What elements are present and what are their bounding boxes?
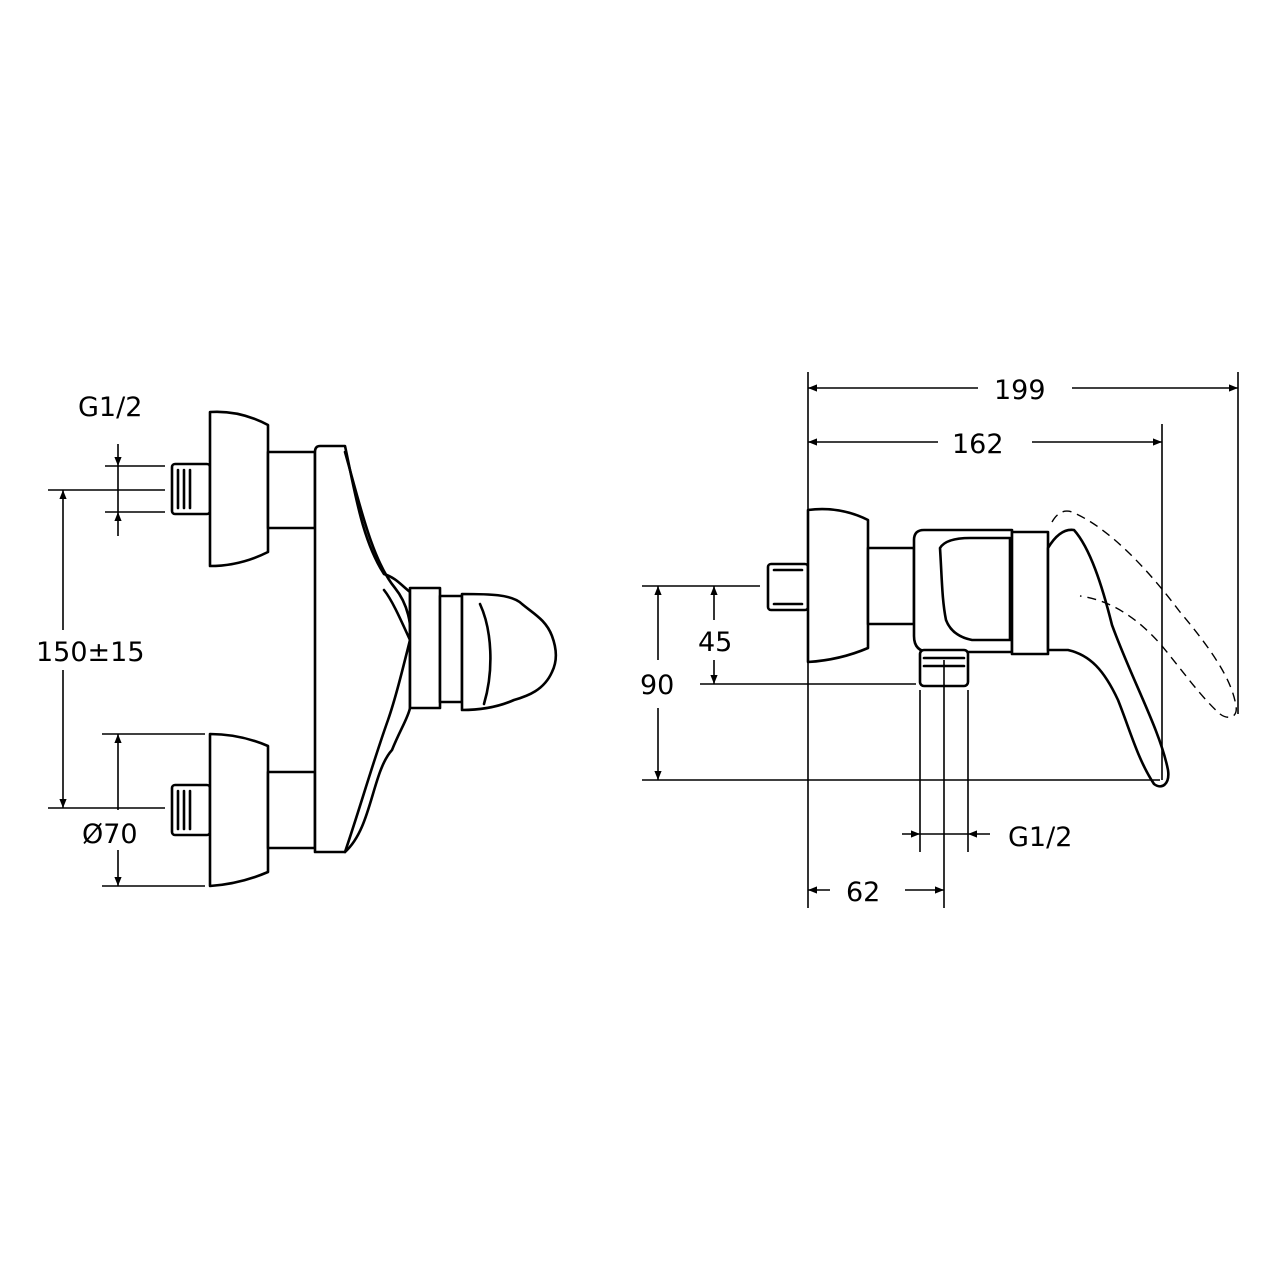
front-rosette-diameter-label: Ø70 bbox=[82, 819, 138, 850]
front-center-distance-label: 150±15 bbox=[36, 637, 145, 668]
front-view: G1/2 150±15 Ø70 bbox=[36, 392, 558, 888]
side-view: 199 162 62 G1/2 45 90 bbox=[640, 372, 1239, 908]
side-lever-height-label: 90 bbox=[640, 670, 674, 701]
side-outlet-offset-label: 62 bbox=[846, 877, 880, 908]
side-mixer-body bbox=[912, 528, 1014, 654]
side-arm bbox=[866, 546, 916, 626]
side-overall-depth-label: 162 bbox=[952, 429, 1004, 460]
front-lever-cap bbox=[460, 592, 558, 712]
front-top-arm bbox=[266, 450, 317, 530]
side-outlet-thread-label: G1/2 bbox=[1008, 822, 1072, 853]
front-collar bbox=[408, 586, 442, 710]
side-collar bbox=[1010, 530, 1050, 656]
side-overall-depth-open-label: 199 bbox=[994, 375, 1046, 406]
side-rosette bbox=[806, 507, 870, 664]
front-mixer-body bbox=[313, 444, 412, 854]
side-outlet-height-label: 45 bbox=[698, 627, 732, 658]
front-bottom-arm bbox=[266, 770, 317, 850]
front-top-rosette bbox=[208, 410, 270, 568]
front-bottom-rosette bbox=[208, 732, 270, 888]
side-lever bbox=[1046, 528, 1170, 788]
front-collar-ring bbox=[438, 594, 464, 704]
front-thread-label: G1/2 bbox=[78, 392, 142, 423]
